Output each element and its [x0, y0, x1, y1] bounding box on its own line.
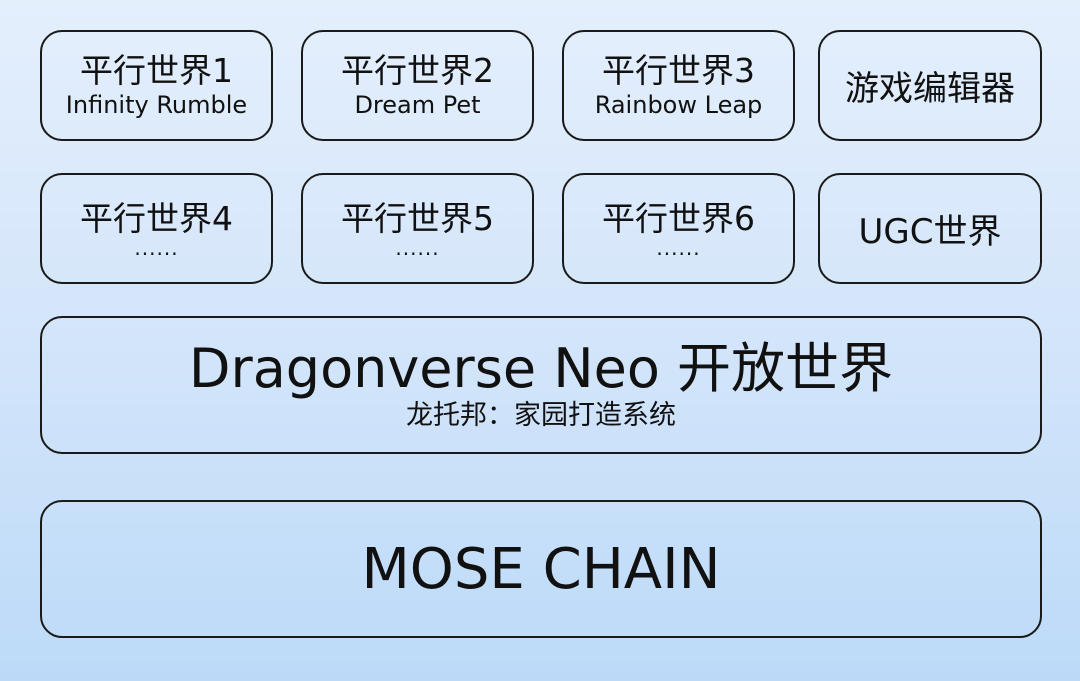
box-title: 平行世界1	[80, 50, 233, 90]
box-title: 平行世界2	[341, 50, 494, 90]
box-title: 游戏编辑器	[845, 69, 1015, 109]
box-title: 平行世界3	[602, 50, 755, 90]
box-subtitle: Rainbow Leap	[594, 90, 763, 119]
parallel-world-4-box: 平行世界4 ......	[40, 173, 273, 284]
ugc-world-box: UGC世界	[818, 173, 1042, 284]
open-world-title: Dragonverse Neo 开放世界	[188, 337, 894, 400]
parallel-world-2-box: 平行世界2 Dream Pet	[301, 30, 534, 141]
box-subtitle: ......	[395, 235, 440, 260]
parallel-world-5-box: 平行世界5 ......	[301, 173, 534, 284]
game-editor-box: 游戏编辑器	[818, 30, 1042, 141]
box-title: 平行世界6	[602, 198, 755, 238]
parallel-world-1-box: 平行世界1 Infinity Rumble	[40, 30, 273, 141]
box-title: UGC世界	[858, 212, 1002, 252]
box-subtitle: Infinity Rumble	[65, 90, 248, 119]
box-subtitle: ......	[656, 235, 701, 260]
open-world-box: Dragonverse Neo 开放世界 龙托邦：家园打造系统	[40, 316, 1042, 454]
open-world-subtitle: 龙托邦：家园打造系统	[406, 400, 676, 431]
chain-title: MOSE CHAIN	[361, 536, 721, 602]
parallel-world-3-box: 平行世界3 Rainbow Leap	[562, 30, 795, 141]
box-subtitle: Dream Pet	[354, 90, 481, 119]
box-title: 平行世界5	[341, 198, 494, 238]
mose-chain-box: MOSE CHAIN	[40, 500, 1042, 638]
box-subtitle: ......	[134, 235, 179, 260]
box-title: 平行世界4	[80, 198, 233, 238]
parallel-world-6-box: 平行世界6 ......	[562, 173, 795, 284]
